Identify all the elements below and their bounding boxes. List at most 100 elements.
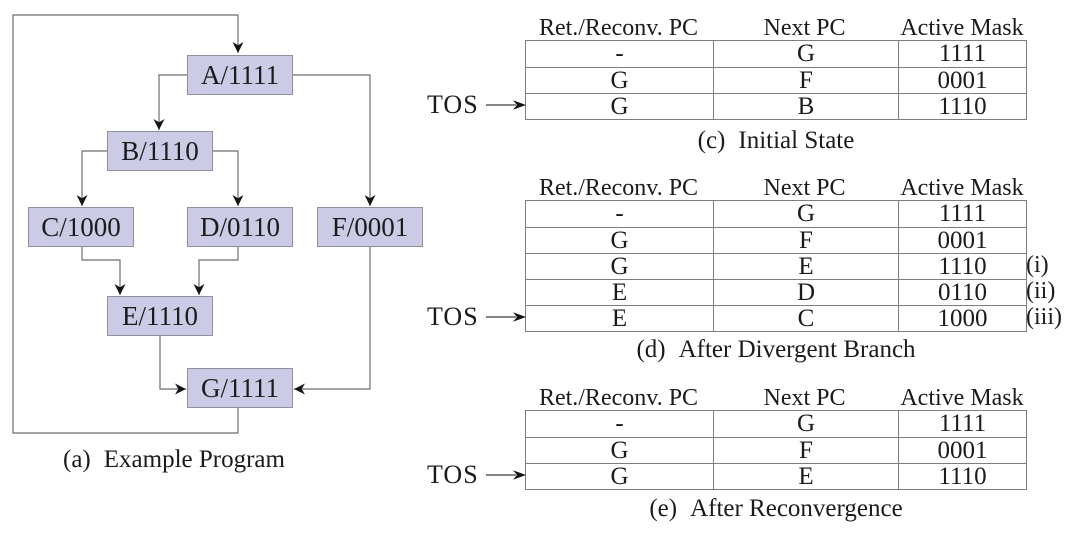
table-c: - G 1111 G F 0001 G B 1110 xyxy=(525,40,1027,120)
table-row: - G 1111 xyxy=(526,201,1026,227)
table-d-caption-title: After Divergent Branch xyxy=(678,336,916,363)
table-row: G B 1110 xyxy=(526,93,1026,119)
cell: 1111 xyxy=(898,201,1026,227)
cell: E xyxy=(611,280,628,305)
cell: G xyxy=(713,411,898,437)
tos-arrow-icon xyxy=(485,312,526,322)
cell: B xyxy=(713,94,898,119)
table-e-headers: Ret./Reconv. PC Next PC Active Mask xyxy=(525,386,1027,410)
cell: - xyxy=(615,411,624,437)
tos-label: TOS xyxy=(427,460,479,489)
cell: E xyxy=(611,306,628,331)
table-d-header-active-mask: Active Mask xyxy=(900,175,1024,201)
table-c-header-ret-reconv-pc: Ret./Reconv. PC xyxy=(538,15,699,41)
cell: F xyxy=(713,228,898,253)
node-D-label: D/0110 xyxy=(200,211,280,242)
edge-B-C xyxy=(76,150,107,206)
table-c-caption-title: Initial State xyxy=(738,127,855,154)
cell: 1111 xyxy=(898,411,1026,437)
tos-pointer-e: TOS xyxy=(427,462,526,488)
cell: - xyxy=(615,201,624,227)
edge-F-G xyxy=(294,247,371,395)
table-d-caption: (d) After Divergent Branch xyxy=(525,336,1027,364)
cell: - xyxy=(615,41,624,67)
node-G-label: G/1111 xyxy=(201,372,279,403)
table-e-caption-title: After Reconvergence xyxy=(690,495,903,522)
cell: 1000 xyxy=(898,306,1026,331)
table-row: G E 1110 xyxy=(526,463,1026,489)
table-e: - G 1111 G F 0001 G E 1110 xyxy=(525,410,1027,490)
table-c-header-next-pc: Next PC xyxy=(763,15,846,41)
diagram-caption-tag: (a) xyxy=(63,446,91,473)
row-note-iii: (iii) xyxy=(1026,304,1062,330)
tos-arrow-icon xyxy=(485,470,526,480)
cell: G xyxy=(610,464,629,489)
diagram-caption: (a) Example Program xyxy=(33,446,315,474)
table-row: - G 1111 xyxy=(526,41,1026,67)
node-E-label: E/1110 xyxy=(122,300,198,331)
cell: 0110 xyxy=(898,280,1026,305)
edge-B-D xyxy=(212,150,244,206)
table-d-header-next-pc: Next PC xyxy=(763,175,846,201)
cell: 1111 xyxy=(898,41,1026,67)
edge-E-G xyxy=(159,336,186,395)
table-row: E D 0110 xyxy=(526,279,1026,305)
table-d-header-ret-reconv-pc: Ret./Reconv. PC xyxy=(538,175,699,201)
cell: 0001 xyxy=(898,228,1026,253)
cell: F xyxy=(713,438,898,463)
table-c-caption-tag: (c) xyxy=(697,127,726,154)
tos-arrow-icon xyxy=(485,100,526,110)
node-C-label: C/1000 xyxy=(41,211,121,242)
cell: G xyxy=(713,41,898,67)
edge-A-F xyxy=(292,74,376,206)
node-G: G/1111 xyxy=(187,368,293,408)
cell: G xyxy=(610,68,629,93)
edge-A-B xyxy=(153,74,187,130)
edge-G-A xyxy=(12,14,244,434)
node-F-label: F/0001 xyxy=(331,211,409,242)
table-e-header-next-pc: Next PC xyxy=(763,385,846,411)
table-d-caption-tag: (d) xyxy=(636,336,666,363)
cell: C xyxy=(713,306,898,331)
node-F: F/0001 xyxy=(317,207,423,247)
diagram-caption-title: Example Program xyxy=(103,446,285,473)
table-e-header-ret-reconv-pc: Ret./Reconv. PC xyxy=(538,385,699,411)
cell: G xyxy=(610,94,629,119)
table-c-headers: Ret./Reconv. PC Next PC Active Mask xyxy=(525,16,1027,40)
table-row: - G 1111 xyxy=(526,411,1026,437)
cell: 1110 xyxy=(898,254,1026,279)
cell: G xyxy=(610,438,629,463)
cell: E xyxy=(713,464,898,489)
cell: D xyxy=(713,280,898,305)
table-row: G F 0001 xyxy=(526,437,1026,463)
table-d: - G 1111 G F 0001 G E 1110 E D 0110 E C … xyxy=(525,200,1027,332)
cell: 0001 xyxy=(898,438,1026,463)
table-row: E C 1000 xyxy=(526,305,1026,331)
cell: 1110 xyxy=(898,464,1026,489)
table-c-header-active-mask: Active Mask xyxy=(900,15,1024,41)
node-D: D/0110 xyxy=(187,207,293,247)
node-E: E/1110 xyxy=(107,296,213,336)
tos-pointer-d: TOS xyxy=(427,304,526,330)
edge-C-E xyxy=(81,247,126,295)
edge-D-E xyxy=(193,247,239,295)
cell: F xyxy=(713,68,898,93)
cell: E xyxy=(713,254,898,279)
table-e-header-active-mask: Active Mask xyxy=(900,385,1024,411)
node-A-label: A/1111 xyxy=(201,59,279,90)
tos-label: TOS xyxy=(427,90,479,119)
table-row: G E 1110 xyxy=(526,253,1026,279)
cell: G xyxy=(610,228,629,253)
cell: 0001 xyxy=(898,68,1026,93)
node-A: A/1111 xyxy=(187,55,293,95)
table-c-caption: (c) Initial State xyxy=(525,127,1027,155)
table-e-caption: (e)After Reconvergence xyxy=(525,495,1027,523)
tos-pointer-c: TOS xyxy=(427,92,526,118)
table-d-headers: Ret./Reconv. PC Next PC Active Mask xyxy=(525,176,1027,200)
row-note-ii: (ii) xyxy=(1026,278,1056,304)
cell: G xyxy=(713,201,898,227)
tos-label: TOS xyxy=(427,302,479,331)
node-C: C/1000 xyxy=(28,207,134,247)
